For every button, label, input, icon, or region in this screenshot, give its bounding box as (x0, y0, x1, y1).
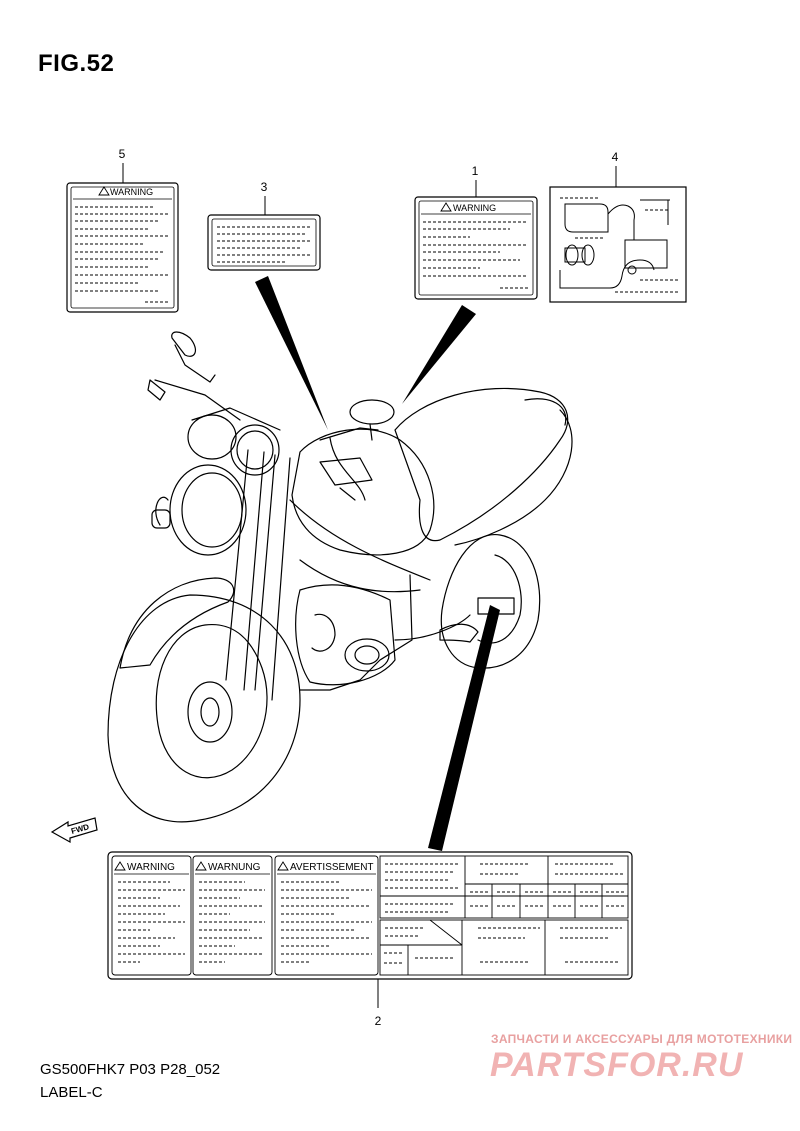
callout-1: 1 (472, 164, 479, 178)
label-2-header-fr: AVERTISSEMENT (290, 862, 374, 873)
pointer-label-2 (428, 605, 500, 851)
motorcycle-drawing (107, 331, 573, 823)
callout-5: 5 (119, 147, 126, 161)
label-1: 1 WARNING (414, 164, 538, 300)
warning-triangle-icon (277, 861, 289, 871)
label-5-header: WARNING (110, 187, 153, 197)
pointer-label-1 (402, 305, 476, 404)
warning-triangle-icon (114, 861, 126, 871)
label-3: 3 (207, 180, 321, 271)
label-2-header-de: WARNUNG (208, 862, 261, 873)
label-5: 5 WARNING (66, 147, 179, 313)
label-4: 4 (549, 150, 687, 303)
callout-4: 4 (612, 150, 619, 164)
pointer-label-3 (255, 276, 328, 430)
fwd-arrow: FWD (50, 817, 98, 844)
warning-triangle-icon (195, 861, 207, 871)
label-1-header: WARNING (453, 203, 496, 213)
model-code: GS500FHK7 P03 P28_052 (40, 1061, 221, 1078)
watermark-tagline: ЗАПЧАСТИ И АКСЕССУАРЫ ДЛЯ МОТОТЕХНИКИ (491, 1032, 793, 1046)
label-2-header-en: WARNING (127, 862, 175, 873)
swingarm-label-spot (477, 597, 515, 615)
callout-2: 2 (375, 1014, 382, 1028)
warning-triangle-icon (98, 186, 110, 196)
callout-3: 3 (261, 180, 268, 194)
section-name: LABEL-C (40, 1084, 103, 1101)
warning-triangle-icon (440, 202, 452, 212)
label-2: WARNING WARNUNG AVERTISSEMENT (107, 851, 633, 1028)
watermark-logo: PARTSFOR.RU (490, 1046, 744, 1084)
figure-title: FIG.52 (38, 50, 115, 77)
